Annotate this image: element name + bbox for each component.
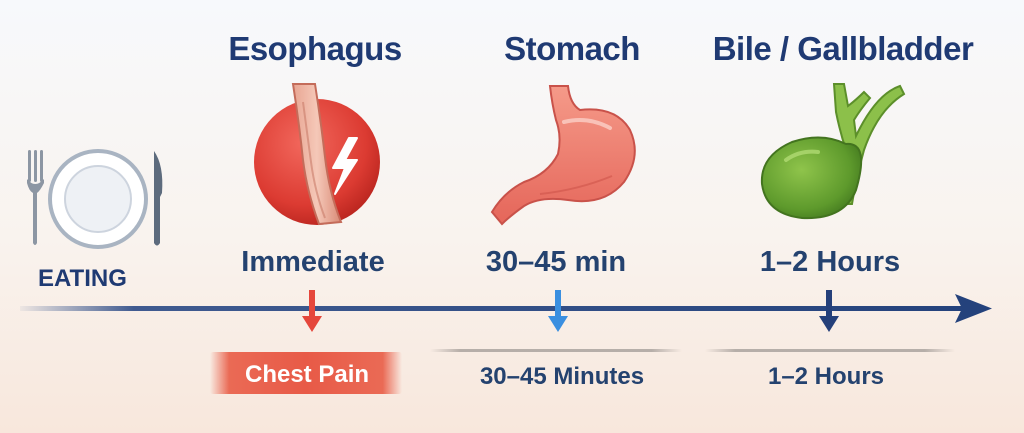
onset-marker-gallbladder	[819, 290, 839, 332]
chest-pain-badge	[210, 352, 402, 394]
divider-gallbladder	[705, 349, 955, 352]
stage-title-esophagus: Esophagus	[228, 30, 402, 67]
timeline-arrow	[20, 290, 992, 332]
symptom-label-esophagus: Chest Pain	[244, 361, 370, 388]
onset-label-esophagus: Immediate	[241, 246, 385, 278]
plate-fork-knife-icon	[27, 149, 163, 249]
divider-stomach	[430, 349, 682, 352]
onset-label-stomach: 30–45 min	[485, 246, 627, 278]
onset-label-gallbladder: 1–2 Hours	[759, 246, 901, 278]
stage-title-gallbladder: Bile / Gallbladder	[712, 30, 974, 67]
symptom-label-gallbladder: 1–2 Hours	[767, 363, 885, 390]
esophagus-icon	[254, 83, 380, 226]
eating-label: EATING	[38, 265, 127, 292]
onset-marker-esophagus	[302, 290, 322, 332]
onset-marker-stomach	[548, 290, 568, 332]
symptom-label-stomach: 30–45 Minutes	[479, 363, 645, 390]
stomach-icon	[490, 85, 636, 226]
stage-title-stomach: Stomach	[504, 30, 640, 67]
gallbladder-icon	[760, 83, 906, 220]
